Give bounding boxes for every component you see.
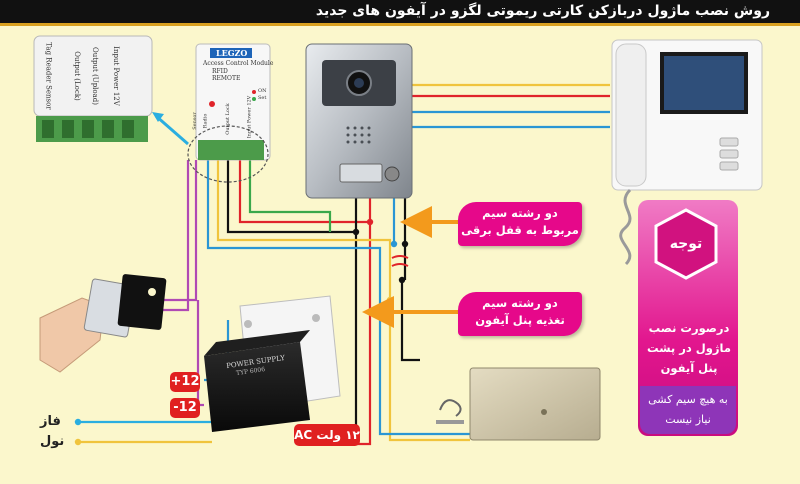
wire-black-module: [226, 160, 358, 444]
note-sub: به هیچ سیم کشی نیاز نیست: [640, 386, 736, 434]
callout-power-line2: تغذیه پنل آیفون: [475, 313, 565, 327]
note-heading-top: توجه: [660, 236, 712, 252]
note-body: درصورت نصب ماژول در پشت پنل آیفون: [647, 321, 731, 375]
callout-arrows: [362, 206, 458, 328]
note-heading-text: توجه: [669, 236, 703, 252]
module-terminal-label: Output Lock: [224, 103, 231, 135]
junction-dot: [366, 218, 374, 226]
junction-dot: [74, 438, 82, 446]
callout-power-line1: دو رشته سیم: [482, 296, 558, 310]
tag-reader-label: Tag Reader Sensor: [44, 42, 53, 110]
callout-lock-line1: دو رشته سیم: [482, 206, 558, 220]
module-indicator-set: Set: [258, 95, 267, 101]
title-bar: روش نصب ماژول دربازکن کارتی ریموتی لگزو …: [0, 0, 800, 26]
power-supply: [204, 295, 341, 432]
neutral-label: نول: [40, 434, 65, 449]
module-mode-remote: REMOTE: [212, 75, 241, 82]
tag-reader-label: Input Power 12V: [112, 46, 121, 106]
phase-label: فاز: [40, 414, 61, 429]
module-terminal-label: Sensor: [191, 112, 198, 130]
intercom-monitor: [611, 39, 763, 266]
junction-dot: [352, 228, 360, 236]
junction-dot: [398, 276, 406, 284]
module-indicator-on: ON: [258, 88, 267, 94]
badge-minus-12: -12: [170, 398, 200, 418]
module-terminal-label: Input Power 12V: [246, 95, 253, 139]
tag-reader-label: Output (Upload): [90, 46, 99, 106]
tag-reader-labels: Input Power 12V Output (Upload) Output (…: [44, 42, 138, 110]
module-brand: LEGZO: [216, 48, 248, 58]
legzo-logo: [210, 48, 252, 58]
module-terminal-label: Radio: [202, 113, 209, 129]
callout-power-wires: دو رشته سیم تغذیه پنل آیفون: [458, 292, 582, 336]
wire-green-module: [248, 160, 332, 232]
tag-reader-sensor-box: [33, 35, 153, 142]
ac-voltage-label: ۱۲ ولت AC: [294, 424, 360, 446]
callout-lock-line2: مربوط به قفل برقی: [461, 223, 579, 237]
wire-purple-reader: [160, 160, 198, 302]
electric-lock: [436, 367, 601, 441]
wire-yellow-module: [216, 160, 470, 442]
arrow-to-tag-reader: [155, 114, 189, 146]
rfid-card-hand: [39, 274, 167, 373]
page-title: روش نصب ماژول دربازکن کارتی ریموتی لگزو …: [315, 3, 770, 19]
badge-plus-12: +12: [170, 372, 200, 392]
terminal-highlight: [187, 125, 269, 183]
wire-purple-reader-2: [160, 160, 190, 312]
junction-dot: [401, 240, 409, 248]
junction-dot: [386, 296, 394, 304]
wire-lock-black-2: [400, 280, 420, 362]
wire-blue-module: [206, 160, 470, 436]
junction-dot: [390, 240, 398, 248]
junction-dot: [74, 418, 82, 426]
door-panel: [305, 43, 413, 199]
module-name: Access Control Module: [203, 60, 274, 67]
arrowhead: [152, 112, 164, 122]
wire-cut-marks: [391, 255, 409, 267]
tag-reader-label: Output (Lock): [73, 51, 82, 101]
module-terminal-labels: Input Power 12V Output Lock Radio Sensor: [192, 96, 266, 139]
callout-lock-wires: دو رشته سیم مربوط به قفل برقی: [458, 202, 582, 246]
module-mode-rfid: RFID: [212, 68, 228, 75]
